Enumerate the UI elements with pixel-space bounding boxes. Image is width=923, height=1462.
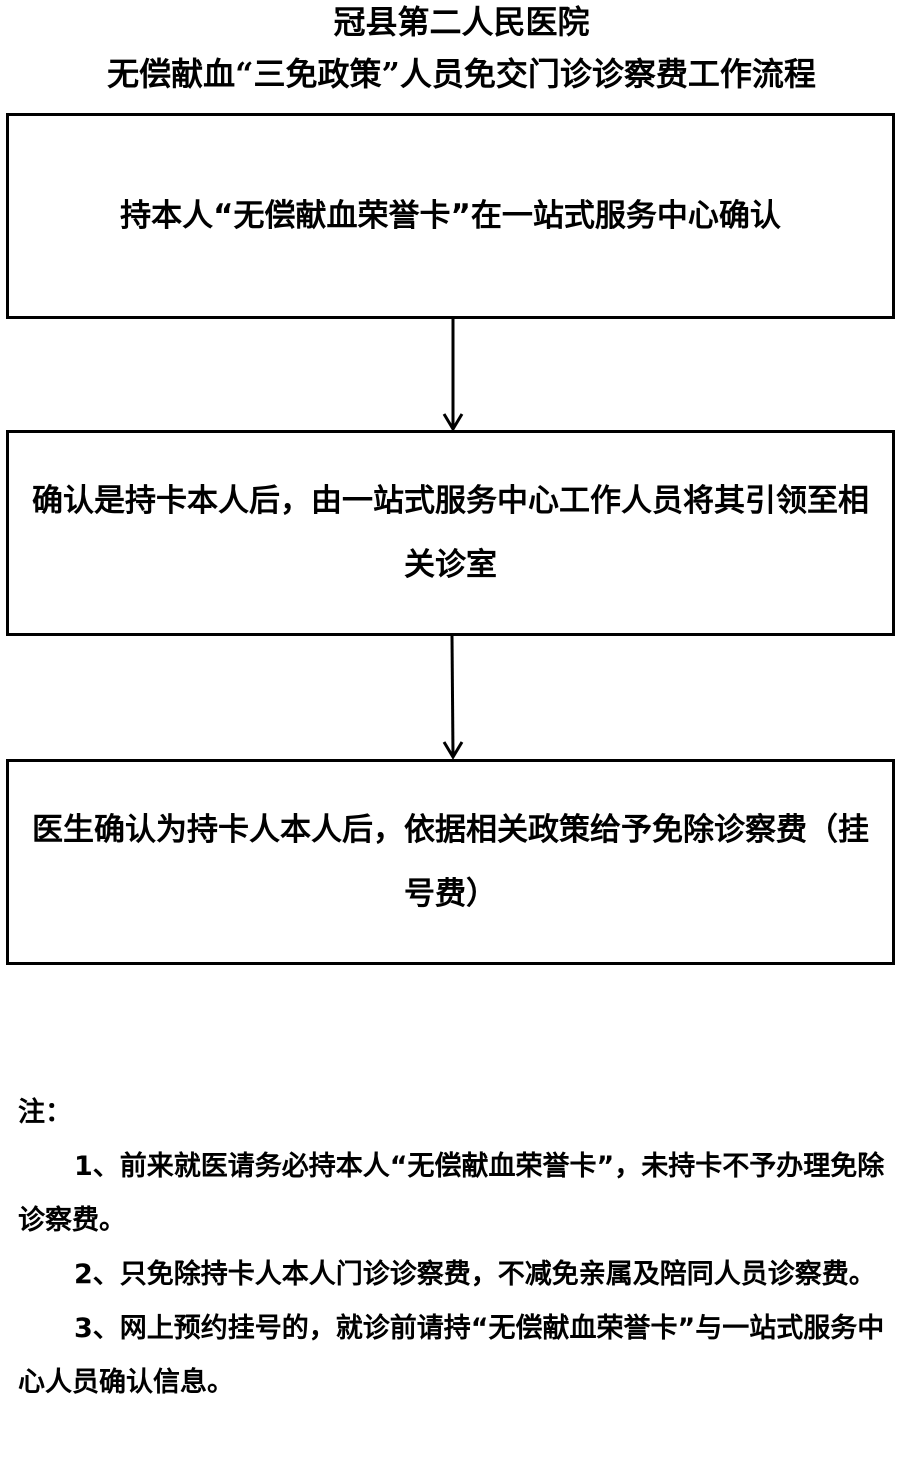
note-item-2: 2、只免除持卡人本人门诊诊察费，不减免亲属及陪同人员诊察费。 <box>74 1259 876 1290</box>
page-title: 冠县第二人民医院 <box>333 3 590 41</box>
flow-step-1-text: 持本人“无偿献血荣誉卡”在一站式服务中心确认 <box>120 198 781 234</box>
page-subtitle: 无偿献血“三免政策”人员免交门诊诊察费工作流程 <box>107 55 816 93</box>
notes-section: 注： 1、前来就医请务必持本人“无偿献血荣誉卡”，未持卡不予办理免除诊察费。 2… <box>18 1086 888 1410</box>
flow-step-3: 医生确认为持卡人本人后，依据相关政策给予免除诊察费（挂号费） <box>6 759 895 965</box>
note-item-1: 1、前来就医请务必持本人“无偿献血荣誉卡”，未持卡不予办理免除诊察费。 <box>18 1151 885 1236</box>
notes-heading: 注： <box>18 1097 72 1128</box>
note-item-3: 3、网上预约挂号的，就诊前请持“无偿献血荣誉卡”与一站式服务中心人员确认信息。 <box>18 1313 885 1398</box>
flow-step-2: 确认是持卡本人后，由一站式服务中心工作人员将其引领至相关诊室 <box>6 430 895 636</box>
flow-step-1: 持本人“无偿献血荣誉卡”在一站式服务中心确认 <box>6 113 895 319</box>
flow-arrow-2 <box>442 635 464 760</box>
flow-step-2-text: 确认是持卡本人后，由一站式服务中心工作人员将其引领至相关诊室 <box>32 483 869 583</box>
flow-arrow-1 <box>442 318 464 432</box>
flow-step-3-text: 医生确认为持卡人本人后，依据相关政策给予免除诊察费（挂号费） <box>32 812 869 912</box>
